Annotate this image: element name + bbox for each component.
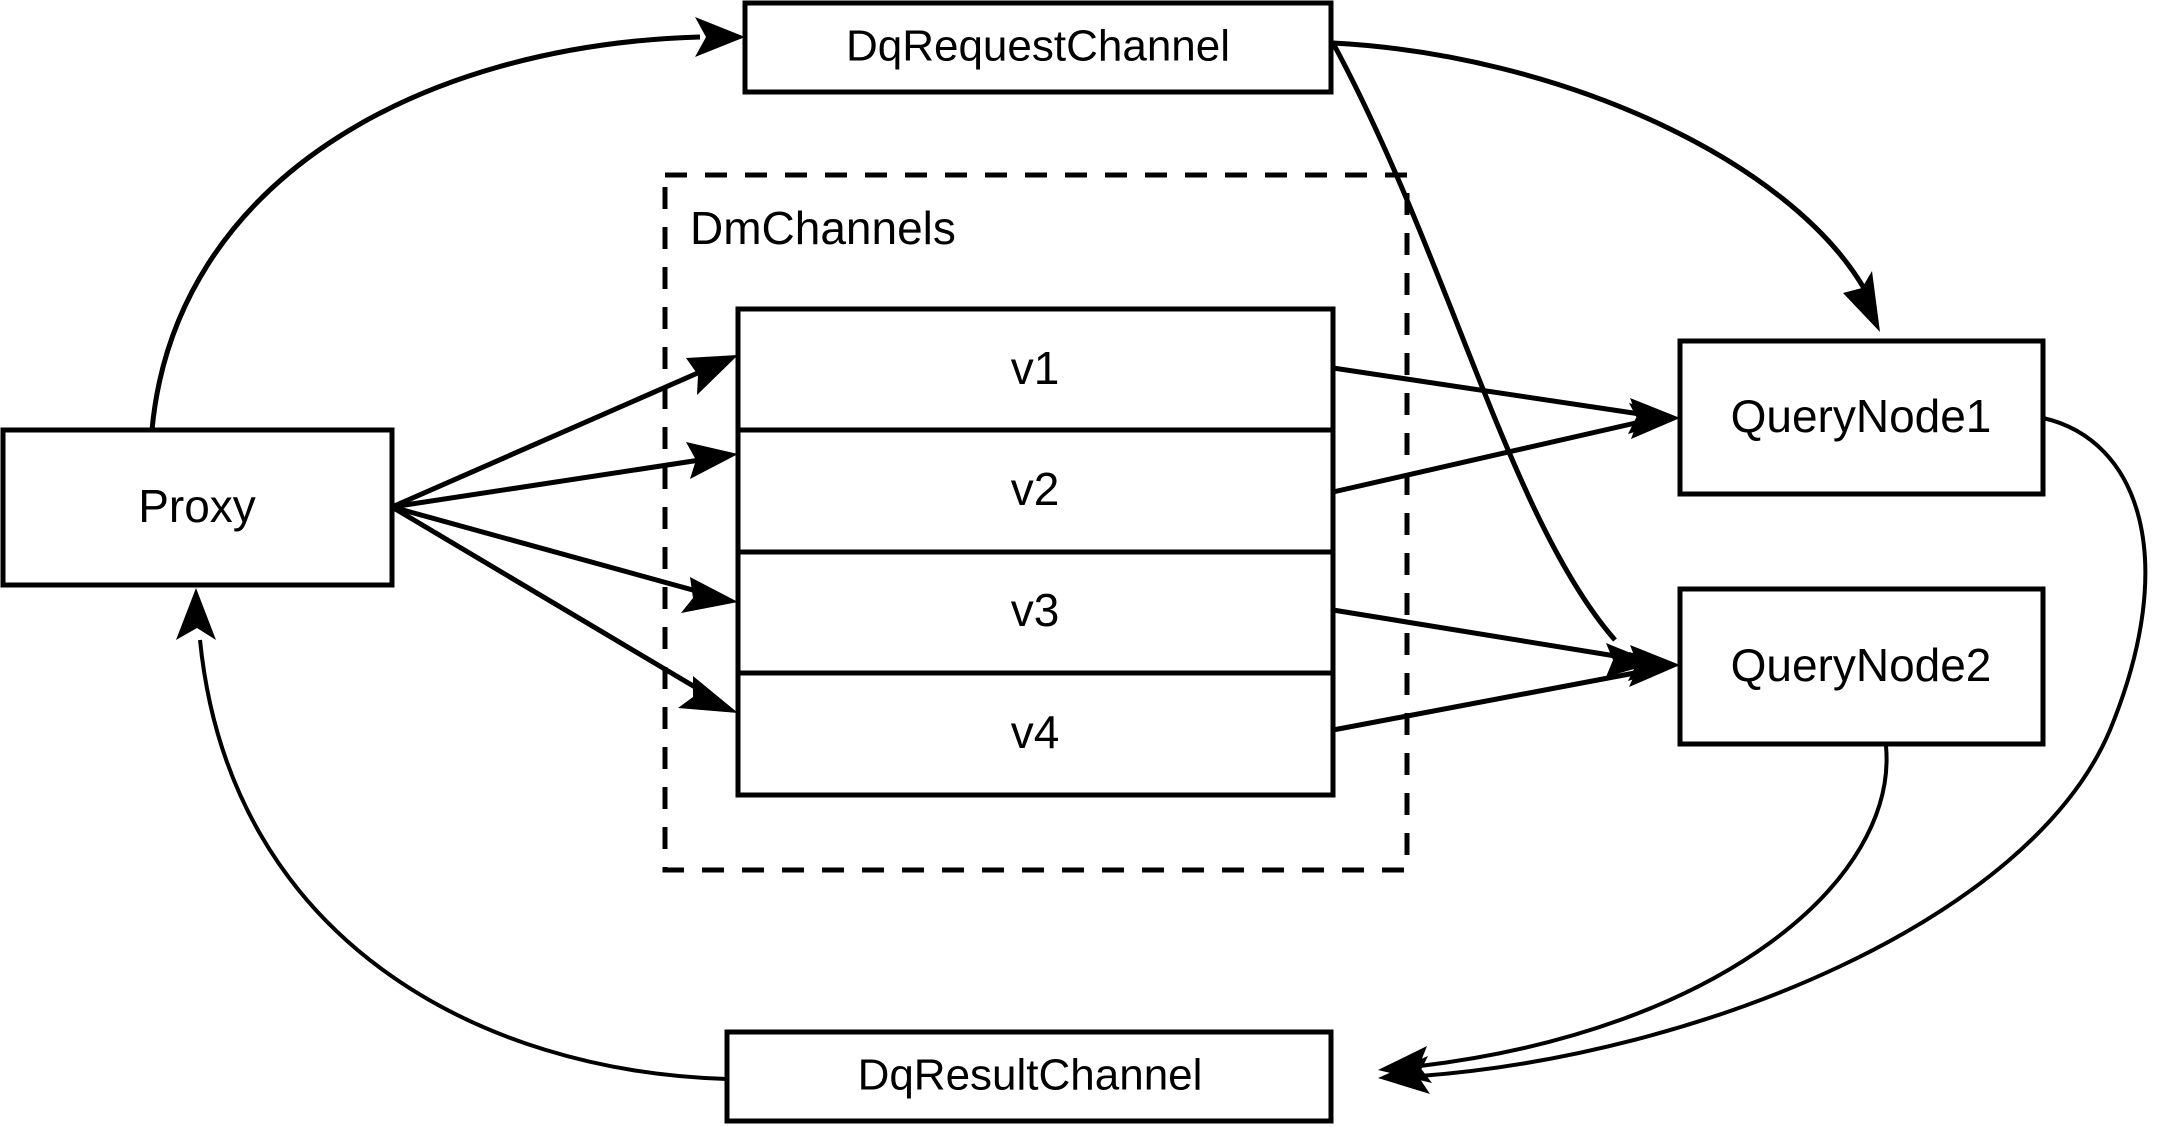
- proxy-label: Proxy: [138, 480, 256, 532]
- edge-proxy-to-v3: [391, 504, 738, 613]
- node-dq-result-channel[interactable]: [724, 1029, 1334, 1124]
- edge-proxy-to-v2: [391, 442, 738, 510]
- channel-row-label-v3: v3: [1011, 584, 1060, 636]
- dm-channel-table: [735, 306, 1336, 798]
- edge-dqrequestchannel-to-querynode2: [1330, 41, 1655, 677]
- edge-proxy-to-v1: [390, 355, 738, 510]
- channel-row-label-v4: v4: [1011, 706, 1060, 758]
- query-node-2-label: QueryNode2: [1731, 639, 1992, 691]
- edge-proxy-to-v4: [390, 504, 738, 713]
- node-query-node-2[interactable]: [1677, 586, 2046, 747]
- dq-result-channel-label: DqResultChannel: [858, 1051, 1203, 1100]
- edge-dqrequestchannel-to-querynode1: [1332, 40, 1880, 332]
- edge-dqresultchannel-to-proxy: [176, 588, 728, 1081]
- edge-v2-to-querynode1: [1332, 403, 1680, 495]
- channel-row-label-v1: v1: [1011, 342, 1060, 394]
- dq-request-channel-label: DqRequestChannel: [846, 22, 1230, 71]
- dm-channels-group: [662, 172, 1410, 873]
- edge-proxy-to-dqrequestchannel: [149, 17, 745, 431]
- node-proxy[interactable]: [0, 427, 395, 588]
- dm-channels-group-label: DmChannels: [690, 202, 956, 254]
- edge-querynode1-to-dqresultchannel: [1378, 416, 2148, 1094]
- edge-querynode2-to-dqresultchannel: [1378, 745, 1889, 1083]
- query-node-1-label: QueryNode1: [1731, 390, 1992, 442]
- channel-row-label-v2: v2: [1011, 463, 1060, 515]
- edge-v4-to-querynode2: [1332, 652, 1680, 733]
- node-query-node-1[interactable]: [1677, 338, 2046, 497]
- node-dq-request-channel[interactable]: [742, 0, 1334, 95]
